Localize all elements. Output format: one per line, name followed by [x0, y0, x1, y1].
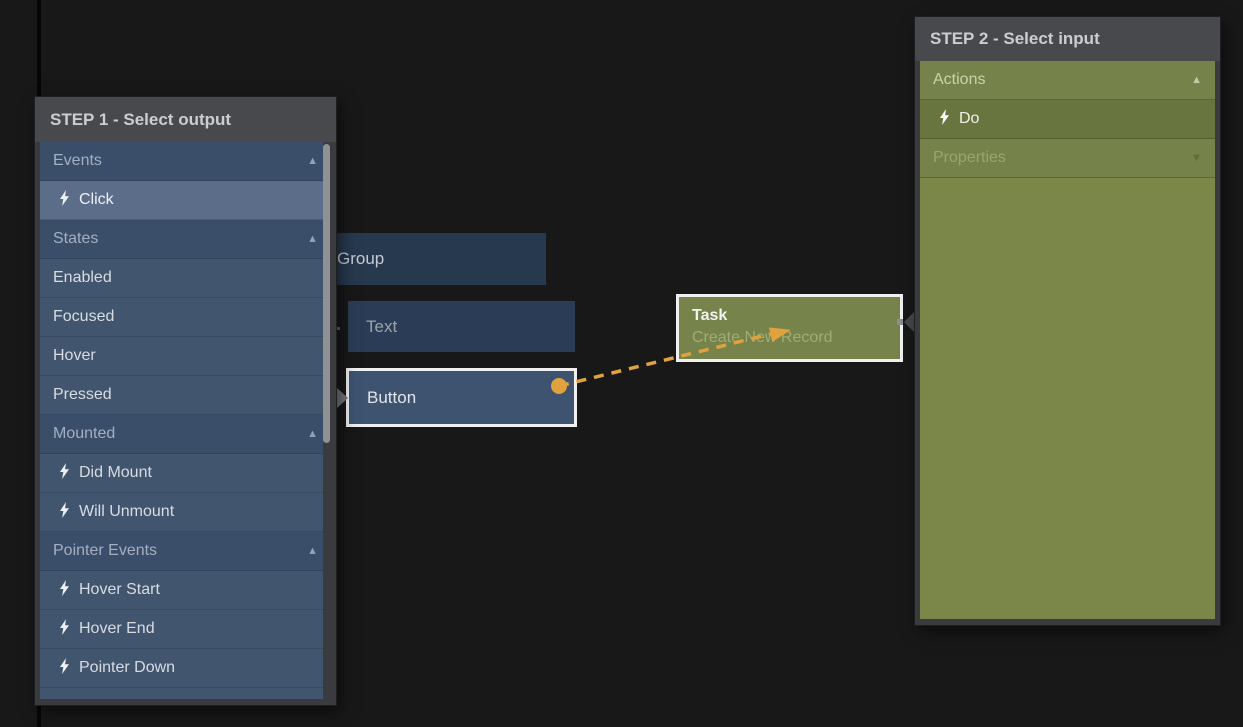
step2-row-do[interactable]: Do — [920, 100, 1215, 139]
step1-panel-title: STEP 1 - Select output — [35, 97, 336, 142]
step2-panel: STEP 2 - Select input Actions ▲ DoProperti… — [915, 17, 1220, 625]
chevron-up-icon: ▲ — [307, 532, 318, 570]
bolt-icon — [59, 502, 70, 518]
row-label: Actions — [933, 71, 985, 88]
step2-panel-title: STEP 2 - Select input — [915, 17, 1220, 61]
row-label: Pointer Events — [53, 542, 157, 559]
row-label: States — [53, 230, 98, 247]
row-label: Enabled — [53, 269, 112, 286]
step1-row-click[interactable]: Click — [40, 181, 331, 220]
row-label: Click — [79, 191, 114, 208]
step1-option-list: Events ▲ ClickStates ▲ EnabledFocusedHoverPr… — [40, 142, 331, 699]
row-label: Will Unmount — [79, 503, 174, 520]
row-label: Pointer Down — [79, 659, 175, 676]
node-button[interactable]: Button — [346, 368, 577, 427]
node-task[interactable]: Task Create New Record — [676, 294, 903, 362]
bolt-icon — [59, 619, 70, 635]
row-label: Mounted — [53, 425, 115, 442]
step2-row-properties[interactable]: Properties ▼ — [920, 139, 1215, 178]
step1-scrollbar-thumb[interactable] — [323, 144, 330, 443]
step1-row-hover-start[interactable]: Hover Start — [40, 571, 331, 610]
row-label: Hover End — [79, 620, 155, 637]
row-label: Did Mount — [79, 464, 152, 481]
row-label: Pressed — [53, 386, 112, 403]
step1-row-mounted[interactable]: Mounted ▲ — [40, 415, 331, 454]
step1-row-pointer-down[interactable]: Pointer Down — [40, 649, 331, 688]
step2-option-list: Actions ▲ DoProperties ▼ — [920, 61, 1215, 619]
row-label: Hover Start — [79, 581, 160, 598]
step1-row-will-unmount[interactable]: Will Unmount — [40, 493, 331, 532]
row-label: Events — [53, 152, 102, 169]
step1-scrollbar-track[interactable] — [323, 142, 331, 699]
bolt-icon — [939, 109, 950, 125]
row-label: Properties — [933, 149, 1006, 166]
step1-row-did-mount[interactable]: Did Mount — [40, 454, 331, 493]
bolt-icon — [59, 190, 70, 206]
step1-row-pointer-events[interactable]: Pointer Events ▲ — [40, 532, 331, 571]
node-task-title: Task — [692, 305, 900, 327]
node-button-label: Button — [367, 388, 416, 407]
node-group-label: Group — [337, 249, 384, 268]
step1-row-hover-end[interactable]: Hover End — [40, 610, 331, 649]
node-task-subtitle: Create New Record — [692, 327, 900, 349]
step1-row-focused[interactable]: Focused — [40, 298, 331, 337]
step1-panel: STEP 1 - Select output Events ▲ ClickState… — [35, 97, 336, 705]
step2-row-actions[interactable]: Actions ▲ — [920, 61, 1215, 100]
step1-row-hover[interactable]: Hover — [40, 337, 331, 376]
chevron-up-icon: ▲ — [307, 142, 318, 180]
chevron-up-icon: ▲ — [307, 415, 318, 453]
bolt-icon — [59, 580, 70, 596]
chevron-down-icon: ▼ — [1191, 139, 1202, 177]
panel-to-button-funnel-icon — [336, 387, 348, 409]
chevron-up-icon: ▲ — [307, 220, 318, 258]
step1-row-states[interactable]: States ▲ — [40, 220, 331, 259]
node-text-label: Text — [366, 317, 397, 336]
row-label: Hover — [53, 347, 96, 364]
node-text[interactable]: Text — [348, 301, 575, 352]
bolt-icon — [59, 463, 70, 479]
row-label: Do — [959, 110, 979, 127]
chevron-up-icon: ▲ — [1191, 61, 1202, 99]
step1-row-events[interactable]: Events ▲ — [40, 142, 331, 181]
step1-row-pressed[interactable]: Pressed — [40, 376, 331, 415]
task-port-square — [897, 319, 903, 325]
step1-row-enabled[interactable]: Enabled — [40, 259, 331, 298]
row-label: Focused — [53, 308, 114, 325]
bolt-icon — [59, 658, 70, 674]
